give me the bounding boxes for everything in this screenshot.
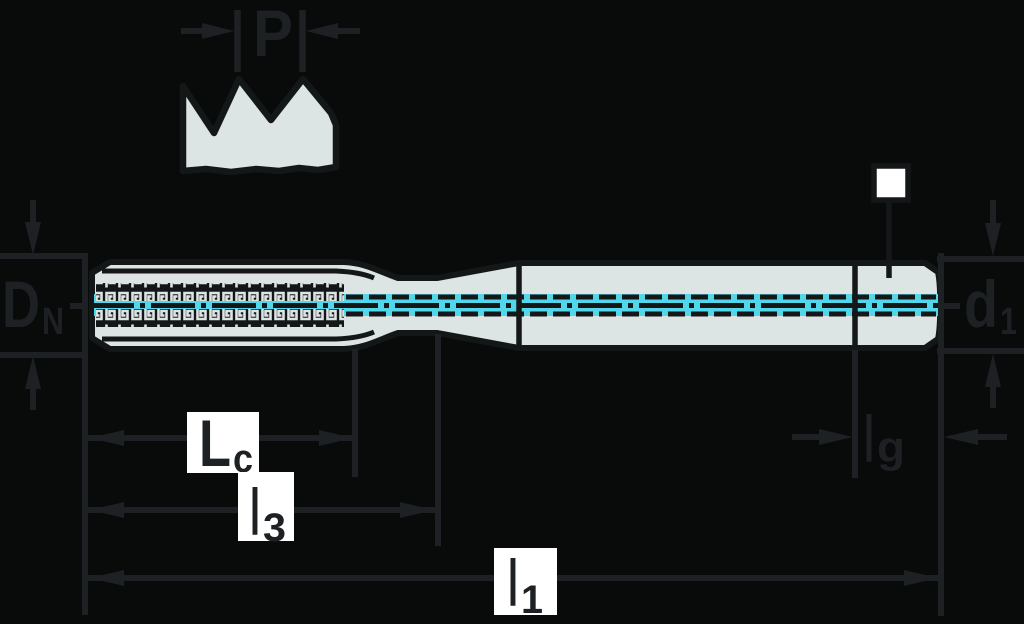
thread-length-dimension: L c [88,349,358,481]
flute-line-top [102,268,375,281]
pitch-arrowhead-right [306,23,338,39]
lg-arrowhead-left [819,429,853,445]
pitch-label: P [253,0,293,70]
d1-arrowhead-top [985,223,1001,256]
l3-arrowhead-left [90,502,124,518]
d1-arrowhead-bottom [985,354,1001,387]
tap-body-group [89,163,944,352]
pitch-detail: P [179,0,360,176]
l1-arrowhead-right [904,570,938,586]
shank-diameter-dimension: d 1 [937,200,1024,616]
dn-arrowhead-bottom [25,356,41,389]
dn-label-main: D [2,267,40,341]
square-drive-symbol [871,163,911,203]
l3-label-box [238,472,294,541]
l1-label-sub: 1 [521,578,543,622]
overall-length-dimension: l 1 [88,546,939,622]
l1-arrowhead-left [90,570,124,586]
thread-pattern-bottom [96,309,344,327]
flute-line-bottom [102,329,375,342]
l3-label-main: l [250,475,260,549]
dn-arrowhead-top [25,222,41,255]
d1-label-sub: 1 [1000,301,1017,343]
dn-label-sub: N [42,301,64,343]
thread-profile [179,75,340,176]
lg-arrowhead-right [944,429,978,445]
pitch-arrowhead-left [202,23,234,39]
square-length-dimension: l g [792,350,1007,478]
l1-label-box [494,548,557,615]
thread-pattern-top [96,283,344,301]
l1-label-main: l [508,546,518,620]
lc-label-box [187,412,259,473]
lc-label-main: L [199,406,231,480]
lg-label-sub: g [877,423,905,472]
lc-arrowhead-left [90,430,124,446]
lc-label-sub: c [233,437,253,481]
l3-label-sub: 3 [263,506,286,550]
lc-arrowhead-right [319,430,353,446]
d1-label-main: d [964,267,998,341]
l3-arrowhead-right [400,502,434,518]
length-to-neck-dimension: l 3 [88,334,441,550]
lg-label-main: l [864,402,874,476]
nominal-diameter-dimension: D N [0,200,88,615]
